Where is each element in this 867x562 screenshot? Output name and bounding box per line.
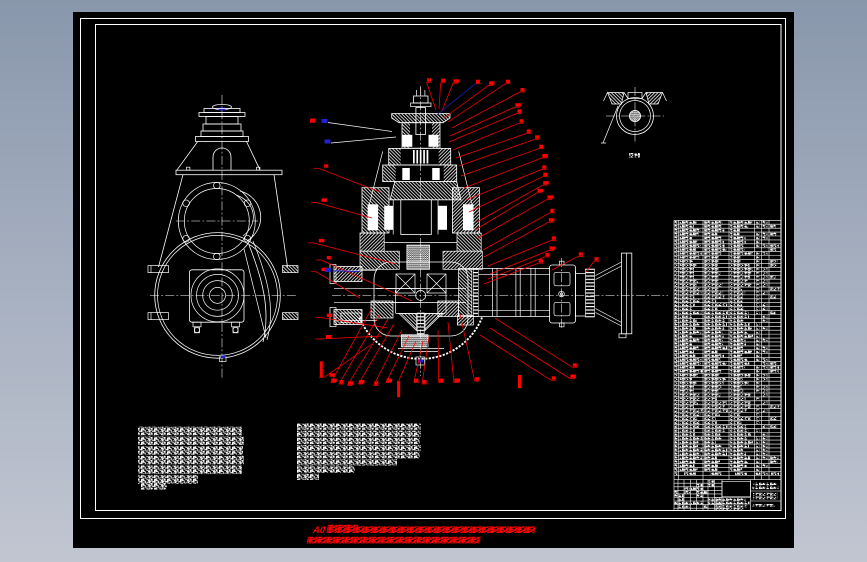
svg-text:A0: A0 [311, 525, 327, 536]
